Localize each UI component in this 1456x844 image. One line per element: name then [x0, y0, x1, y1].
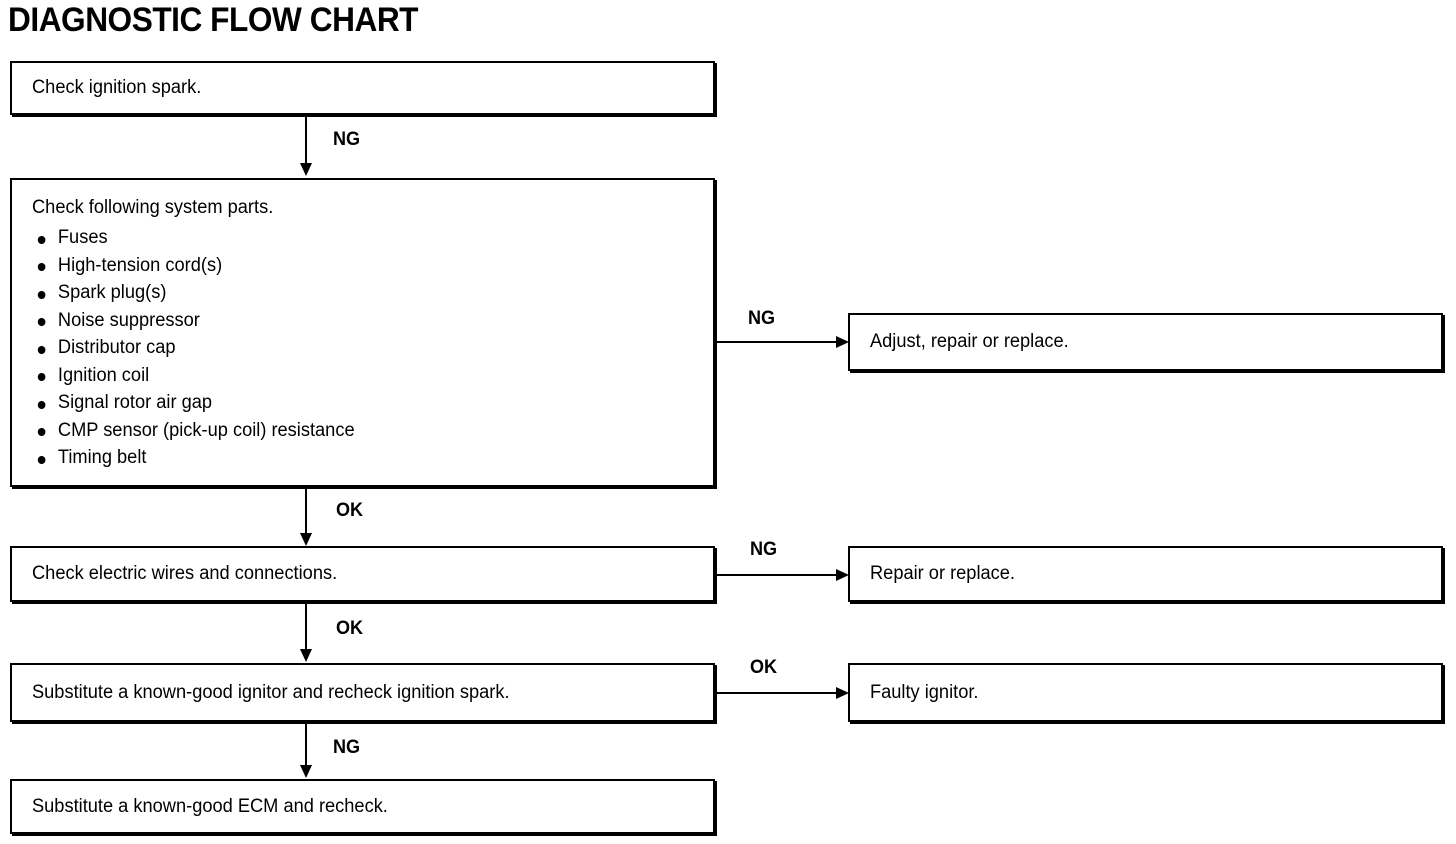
node-check-electric-wires: Check electric wires and connections.	[10, 546, 715, 602]
arrowhead-wires-to-repair	[836, 569, 849, 581]
list-item: CMP sensor (pick-up coil) resistance	[32, 417, 355, 445]
system-parts-list: Fuses High-tension cord(s) Spark plug(s)…	[32, 224, 368, 472]
arrowhead-ignitor-to-faulty	[836, 687, 849, 699]
node-adjust-repair-or-replace-label: Adjust, repair or replace.	[870, 331, 1069, 352]
list-item: Fuses	[32, 224, 355, 252]
arrowhead-ignitor-to-ecm	[300, 765, 312, 778]
branch-label-wires-to-ignitor: OK	[336, 618, 364, 639]
list-item: Distributor cap	[32, 334, 355, 362]
list-item: High-tension cord(s)	[32, 252, 355, 280]
branch-label-wires-to-repair: NG	[750, 539, 778, 560]
connector-ignitor-to-faulty	[715, 692, 839, 694]
node-repair-or-replace: Repair or replace.	[848, 546, 1443, 602]
branch-label-ignitor-to-ecm: NG	[333, 737, 361, 758]
node-check-ignition-spark-label: Check ignition spark.	[32, 77, 202, 98]
connector-parts-to-adjust	[715, 341, 839, 343]
node-check-following-system-parts-heading: Check following system parts.	[32, 197, 274, 218]
node-check-electric-wires-label: Check electric wires and connections.	[32, 563, 338, 584]
node-check-following-system-parts: Check following system parts. Fuses High…	[10, 178, 715, 487]
connector-wires-to-repair	[715, 574, 839, 576]
node-faulty-ignitor: Faulty ignitor.	[848, 663, 1443, 722]
connector-spark-to-parts	[305, 115, 307, 165]
branch-label-spark-to-parts: NG	[333, 129, 361, 150]
list-item: Timing belt	[32, 444, 355, 472]
connector-ignitor-to-ecm	[305, 722, 307, 766]
list-item: Spark plug(s)	[32, 279, 355, 307]
arrowhead-spark-to-parts	[300, 163, 312, 176]
list-item: Ignition coil	[32, 362, 355, 390]
list-item: Noise suppressor	[32, 307, 355, 335]
node-adjust-repair-or-replace: Adjust, repair or replace.	[848, 313, 1443, 371]
connector-parts-to-wires	[305, 487, 307, 535]
list-item: Signal rotor air gap	[32, 389, 355, 417]
node-repair-or-replace-label: Repair or replace.	[870, 563, 1015, 584]
branch-label-parts-to-wires: OK	[336, 500, 364, 521]
arrowhead-parts-to-adjust	[836, 336, 849, 348]
page-title: DIAGNOSTIC FLOW CHART	[8, 1, 419, 39]
node-substitute-ecm-label: Substitute a known-good ECM and recheck.	[32, 795, 388, 817]
arrowhead-parts-to-wires	[300, 533, 312, 546]
arrowhead-wires-to-ignitor	[300, 649, 312, 662]
node-check-ignition-spark: Check ignition spark.	[10, 61, 715, 115]
node-substitute-ecm: Substitute a known-good ECM and recheck.	[10, 779, 715, 834]
branch-label-ignitor-to-faulty: OK	[750, 657, 778, 678]
node-substitute-ignitor: Substitute a known-good ignitor and rech…	[10, 663, 715, 722]
connector-wires-to-ignitor	[305, 602, 307, 650]
node-substitute-ignitor-label: Substitute a known-good ignitor and rech…	[32, 681, 510, 703]
branch-label-parts-to-adjust: NG	[748, 308, 776, 329]
node-faulty-ignitor-label: Faulty ignitor.	[870, 681, 979, 703]
